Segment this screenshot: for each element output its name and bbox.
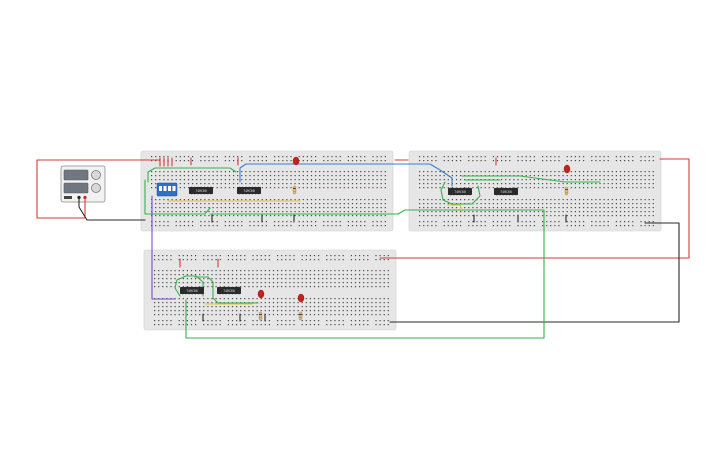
led-1[interactable] [292, 156, 300, 166]
led-4[interactable] [297, 293, 305, 303]
wire-green-bottom-led[interactable] [194, 276, 259, 304]
resistor-4[interactable] [298, 311, 303, 321]
wire-blue-cross[interactable] [295, 163, 453, 187]
wire-red-jumpers[interactable] [159, 157, 173, 167]
ic-chips: 74HC00 74HC00 74HC00 74HC00 74HC00 74HC00 [180, 186, 518, 295]
current-knob[interactable] [91, 183, 101, 193]
breadboard-holes [154, 255, 389, 326]
voltage-display [63, 169, 89, 181]
wire-green-bottom-loop[interactable] [174, 275, 204, 297]
wire-yellow-2[interactable] [447, 204, 463, 213]
ic-chip-6[interactable]: 74HC00 [217, 286, 241, 295]
breadboard-bottom-left[interactable] [143, 249, 397, 331]
voltage-knob[interactable] [91, 170, 101, 180]
ic-chip-2[interactable]: 74HC00 [237, 186, 261, 195]
wires [36, 157, 690, 339]
wire-red-bottom[interactable] [179, 258, 219, 268]
resistor-1[interactable] [292, 185, 297, 195]
ic-chip-label: 74HC00 [500, 190, 512, 194]
wire-blue-led[interactable] [239, 163, 297, 183]
wire-purple[interactable] [151, 195, 176, 300]
breadboard-holes [151, 156, 386, 227]
breadboard-top-left[interactable] [140, 150, 394, 232]
wire-black-bottom-jumpers[interactable] [202, 313, 266, 322]
dip-switch-icon[interactable] [156, 182, 178, 197]
wire-green-right[interactable] [461, 175, 601, 183]
power-supply-icon[interactable] [60, 165, 106, 203]
ic-chip-1[interactable]: 74HC00 [189, 186, 213, 195]
wire-black-return[interactable] [389, 222, 680, 323]
ic-chip-label: 74HC00 [186, 289, 198, 293]
wire-red-loop[interactable] [379, 158, 690, 259]
wire-red-chip-power[interactable] [190, 157, 497, 166]
wire-green-chip[interactable] [147, 167, 237, 183]
wire-red-power[interactable] [36, 159, 161, 219]
wire-green-long[interactable] [185, 209, 545, 339]
current-display [63, 182, 89, 194]
resistor-3[interactable] [258, 311, 263, 321]
breadboard-top-right[interactable] [408, 150, 662, 232]
resistor-2[interactable] [564, 186, 569, 196]
ic-chip-label: 74HC00 [454, 190, 466, 194]
wire-green-dip[interactable] [144, 179, 211, 215]
wire-black-gnd-jumpers[interactable] [211, 214, 567, 223]
ic-chip-label: 74HC00 [195, 189, 207, 193]
wire-green-bridge[interactable] [209, 209, 461, 215]
led-2[interactable] [563, 164, 571, 174]
ic-chip-label: 74HC00 [223, 289, 235, 293]
ic-chip-5[interactable]: 74HC00 [180, 286, 204, 295]
ic-chip-4[interactable]: 74HC00 [494, 187, 518, 196]
wire-black-ground[interactable] [78, 197, 146, 221]
wire-green-loop[interactable] [440, 181, 481, 205]
ic-chip-3[interactable]: 74HC00 [448, 187, 472, 196]
led-3[interactable] [257, 289, 265, 299]
psu-label-strip [64, 196, 72, 199]
ic-chip-label: 74HC00 [243, 189, 255, 193]
